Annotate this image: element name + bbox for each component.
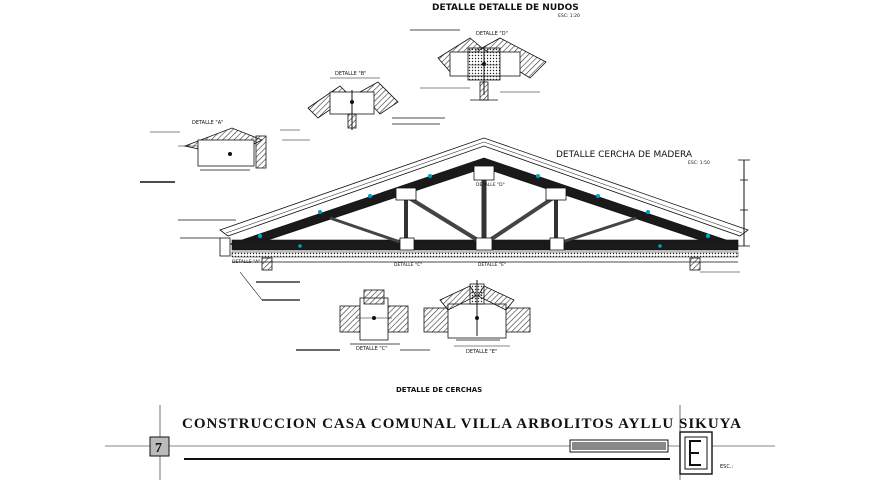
truss-scale: ESC: 1:50 (688, 160, 710, 166)
project-title: CONSTRUCCION CASA COMUNAL VILLA ARBOLITO… (182, 416, 742, 432)
detail-b-label: DETALLE "B" (335, 71, 366, 77)
detail-d-label: DETALLE "D" (476, 31, 508, 37)
section-caption: DETALLE DE CERCHAS (396, 386, 482, 394)
truss-mark-d: DETALLE "D" (476, 182, 505, 188)
detail-c: DETALLE "C" (296, 289, 430, 352)
header-scale: ESC: 1:20 (558, 13, 580, 19)
detail-a-label: DETALLE "A" (192, 120, 223, 126)
truss-title: DETALLE CERCHA DE MADERA (556, 150, 693, 160)
truss-mark-a: DETALLE "A" (232, 259, 260, 265)
main-truss (178, 137, 750, 301)
sheet-number: 7 (155, 441, 162, 456)
detail-a: DETALLE "A" (140, 120, 267, 183)
detail-e-label: DETALLE "E" (466, 349, 497, 355)
detail-b: DETALLE "B" (280, 71, 445, 141)
title-block: CONSTRUCCION CASA COMUNAL VILLA ARBOLITO… (105, 405, 775, 480)
detail-c-label: DETALLE "C" (356, 346, 388, 352)
truss-mark-c: DETALLE "C" (394, 262, 422, 268)
detail-d: DETALLE "D" (410, 29, 547, 101)
detail-e: DETALLE "E" (423, 280, 531, 355)
scale-label: ESC.: (720, 464, 733, 470)
header-title: DETALLE DETALLE DE NUDOS (432, 3, 579, 13)
truss-mark-e: DETALLE "E" (478, 262, 506, 268)
